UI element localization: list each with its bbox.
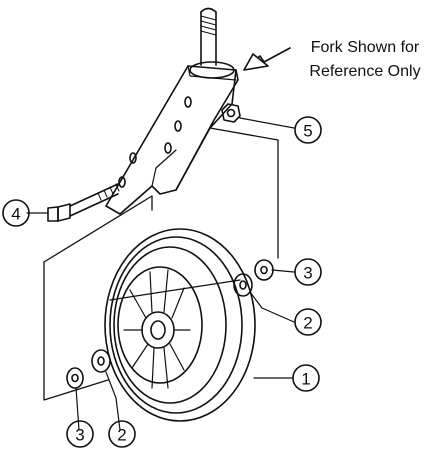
callout-label-1: 1 (301, 370, 310, 389)
reference-note-line-2: Reference Only (309, 63, 421, 80)
assembly-reference-lines (43, 127, 279, 401)
callout-circle-3-right (294, 258, 322, 286)
washer-left (66, 367, 84, 389)
callout-circle-2-right (294, 308, 322, 336)
spacer-left (91, 349, 111, 373)
leader-lines (26, 117, 295, 431)
reference-arrow (243, 47, 291, 71)
caster-wheel (104, 228, 256, 422)
callout-label-2-right: 2 (303, 314, 312, 333)
callout-circle-5 (294, 116, 322, 144)
axle-bolt (47, 183, 120, 222)
callout-label-2-left: 2 (117, 426, 126, 445)
callout-circle-1 (292, 364, 320, 392)
fork-body (105, 65, 239, 215)
callout-label-3-left: 3 (75, 426, 84, 445)
reference-note: Fork Shown for Reference Only (292, 36, 438, 84)
washer-right (254, 259, 274, 281)
lock-nut (221, 103, 241, 123)
callout-label-5: 5 (303, 122, 312, 141)
callout-circle-2-left (108, 420, 136, 448)
spacer-right (233, 273, 253, 297)
callout-circle-4 (2, 199, 30, 227)
callout-label-3-right: 3 (303, 264, 312, 283)
callout-circle-3-left (66, 420, 94, 448)
reference-note-line-1: Fork Shown for (310, 39, 420, 56)
callout-label-4: 4 (11, 205, 20, 224)
